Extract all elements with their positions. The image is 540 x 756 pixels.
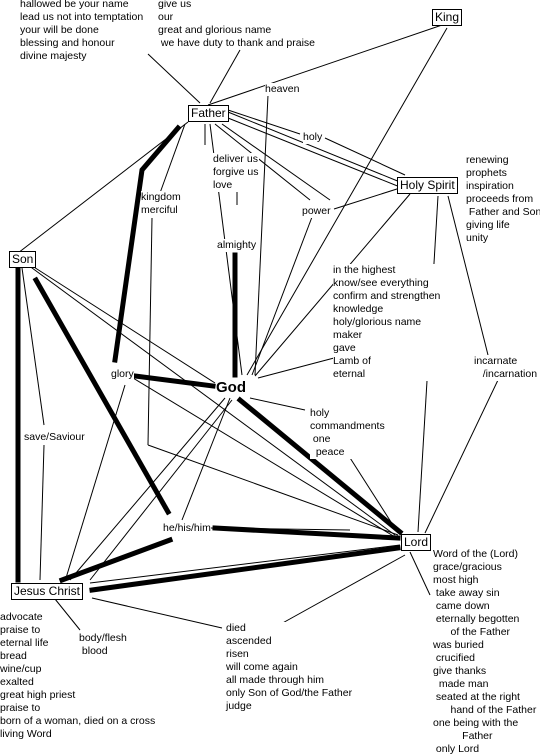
edge-godlord-lord (344, 449, 399, 534)
node-holy-spirit: Holy Spirit (397, 177, 458, 194)
node-son: Son (9, 251, 37, 268)
label-incarnate: incarnate /incarnation (474, 355, 538, 381)
node-father: Father (188, 105, 229, 122)
list-top-middle: give us our great and glorious name we h… (158, 0, 316, 49)
list-body-blood: body/flesh blood (79, 632, 127, 658)
list-father-god: deliver us forgive us love (213, 153, 259, 192)
edge-lists-god (257, 357, 335, 379)
concept-diagram-lines (15, 23, 499, 631)
list-god-upper: in the highest know/see everything confi… (333, 264, 441, 381)
list-jesus: advocate praise to eternal life bread wi… (0, 611, 156, 740)
edge-god-jesus (69, 397, 226, 581)
edge-save-jesus (39, 444, 45, 581)
edge-son-save (21, 267, 45, 426)
edge-power-god (251, 216, 313, 376)
edge-jesus-lord-thick (89, 545, 401, 593)
edge-jesus-middle (91, 597, 223, 629)
edge-hehis-lord-thick (212, 525, 401, 541)
edge-father-son (17, 121, 189, 254)
edge-lord-middle (269, 554, 406, 631)
label-power: power (302, 205, 331, 218)
label-heaven: heaven (265, 83, 300, 96)
label-almighty: almighty (217, 239, 257, 252)
edge-son-lord (27, 264, 396, 536)
edge-jesus-body (54, 598, 81, 631)
label-holy-top: holy (303, 131, 323, 144)
edge-father-king (207, 23, 446, 106)
node-jesus-christ: Jesus Christ (11, 583, 84, 600)
list-top-left: hallowed be your name lead us not into t… (20, 0, 144, 62)
edge-glory-jesus (65, 384, 126, 579)
edge-father-holy (227, 109, 301, 135)
edge-father-topleft (147, 53, 201, 104)
node-god: God (216, 379, 246, 396)
edge-kingdom-lord-b (147, 444, 399, 536)
edge-father-holyspirit-b (227, 117, 401, 188)
node-lord: Lord (401, 534, 432, 551)
list-holy-spirit: renewing prophets inspiration proceeds f… (466, 154, 540, 244)
edge-god-hehis (181, 397, 231, 521)
list-kingdom: kingdom merciful (141, 191, 181, 217)
edge-father-holyspirit-a (227, 111, 401, 183)
edge-holyspirit-incarnate (447, 195, 489, 356)
edge-lord-jesus (89, 544, 401, 584)
edge-holyspirit-god (254, 193, 411, 377)
edge-hehis-jesus-thick (58, 536, 174, 584)
list-lord: Word of the (Lord) grace/gracious most h… (433, 548, 537, 755)
edge-holy-holyspirit (324, 137, 406, 176)
edge-father-glory-thick (112, 124, 182, 363)
edge-god-lord-thick (236, 396, 404, 536)
edge-father-lists (221, 123, 331, 201)
edge-father-topmid (209, 49, 241, 104)
edge-kingdom-lord (147, 217, 153, 446)
edge-son-hehis-thick (32, 276, 172, 516)
label-he-his-him: he/his/him (163, 522, 211, 535)
edge-father-kingdom (159, 123, 186, 194)
label-save-saviour: save/Saviour (24, 431, 85, 444)
edge-king-holyspirit (246, 27, 448, 376)
edge-glory-god-thick (132, 373, 216, 389)
edge-god-holy (249, 397, 306, 411)
edge-lord-list (409, 551, 431, 596)
edge-glory-lord (132, 377, 396, 538)
list-god-lord: holy commandments one peace (310, 407, 385, 459)
edge-god-jesus-b (89, 399, 233, 581)
node-king: King (432, 9, 463, 26)
list-middle: died ascended risen will come again all … (226, 622, 353, 713)
label-glory: glory (111, 368, 134, 381)
edge-power-holyspirit (333, 187, 401, 210)
edge-father-power (214, 123, 311, 201)
edge-incarnate-lord (424, 379, 499, 534)
edge-heaven-god (254, 94, 269, 376)
